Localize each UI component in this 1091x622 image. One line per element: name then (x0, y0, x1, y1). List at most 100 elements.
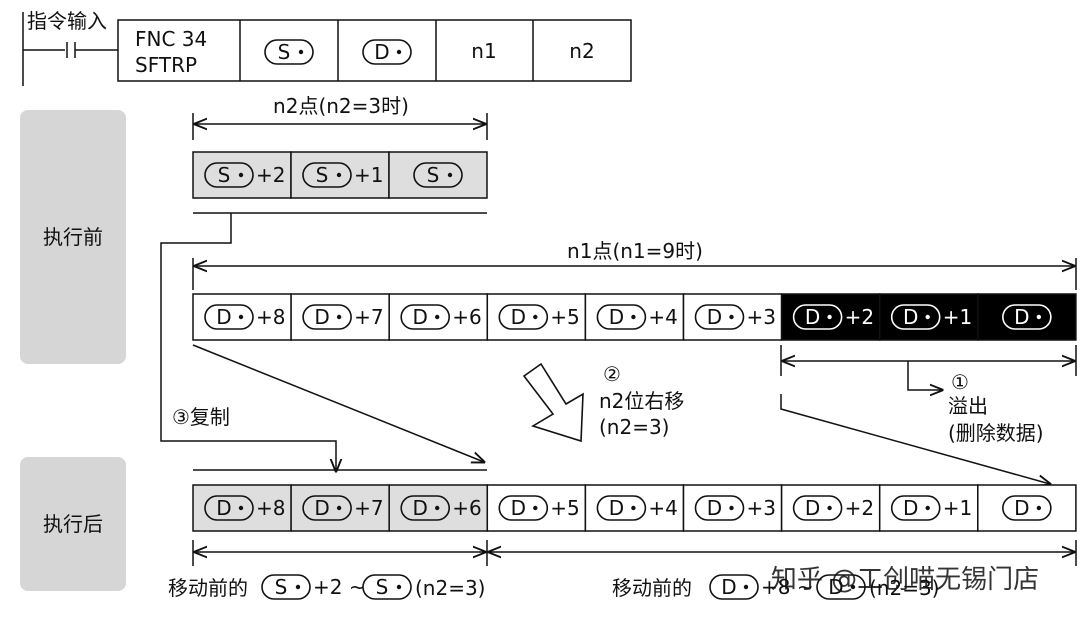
aft-row-cell: D +7 (290, 484, 390, 532)
cell-offset: +1 (354, 163, 383, 187)
badge-letter: D (511, 496, 526, 520)
aft-row-cell: D (977, 484, 1077, 532)
cell-box (977, 293, 1077, 341)
operand-badge-d: D (400, 304, 451, 330)
operand-badge-d: D (204, 304, 254, 330)
cell-box (977, 484, 1077, 532)
operand-badge-d: D (694, 495, 745, 521)
operand-s: S (264, 39, 314, 65)
badge-letter: S (427, 163, 440, 187)
cell-offset: +4 (648, 496, 677, 520)
shift-line-right (780, 394, 1050, 484)
operand-badge-s: S (204, 162, 254, 188)
src-row-cell: S+2 (192, 151, 292, 199)
operand-badge-d: D (694, 304, 745, 330)
cell-offset: +2 (845, 305, 874, 329)
dst-row-cell: D +1 (878, 293, 979, 341)
operand-badge-d: D (400, 495, 451, 521)
operand-badge-d: D (709, 574, 759, 600)
operand-badge-s: S (362, 574, 412, 600)
caption-left-mid: +2 ~ (313, 575, 366, 599)
cell-offset: +1 (943, 305, 972, 329)
aft-row-cell: D+3 (682, 484, 783, 532)
dst-row-cell: D +7 (290, 293, 390, 341)
cell-offset: +8 (256, 496, 285, 520)
operand-badge-d: D (792, 495, 843, 521)
n2-span-label: n2点(n2=3时) (273, 94, 409, 118)
overflow-text: 溢出 (948, 394, 988, 418)
badge-letter: S (278, 40, 291, 64)
operand-badge-d: D (302, 304, 352, 330)
overflow-num: ① (951, 370, 969, 394)
n1-span-label: n1点(n1=9时) (567, 239, 703, 263)
src-row-cell: S (388, 151, 488, 199)
badge-letter: S (376, 575, 389, 599)
cell-offset: +6 (452, 305, 481, 329)
badge-letter: D (609, 305, 624, 329)
operand-badge-d: D (596, 495, 647, 521)
overflow-sub: (删除数据) (948, 421, 1044, 445)
input-label: 指令输入 (27, 9, 107, 33)
operand-badge-d: D (204, 495, 254, 521)
instruction-box (117, 19, 632, 82)
shift-line-left (192, 344, 484, 462)
cell-offset: +7 (354, 496, 383, 520)
operand-badge-d: D (890, 495, 941, 521)
aft-row-cell: D+5 (486, 484, 587, 532)
cell-offset: +6 (452, 496, 481, 520)
overflow-arrow (907, 361, 942, 390)
operand-n1: n1 (471, 39, 496, 63)
dst-row-cell: D+4 (584, 293, 685, 341)
operand-n2: n2 (569, 39, 594, 63)
operand-badge-s: S (264, 39, 314, 65)
before-panel (20, 110, 126, 364)
copy-label: ③复制 (172, 405, 230, 429)
aft-row-cell: D+4 (584, 484, 685, 532)
copy-path-arrow (160, 213, 336, 471)
aft-row-cell: D+8 (192, 484, 292, 532)
operand-badge-d: D (1002, 495, 1052, 521)
shift-cond: (n2=3) (599, 415, 670, 439)
operand-badge-d: D (890, 304, 941, 330)
badge-letter: D (721, 575, 736, 599)
dst-row-cell: D+2 (780, 293, 881, 341)
badge-letter: D (314, 305, 329, 329)
caption-left-s-end: S (362, 574, 412, 600)
badge-letter: D (314, 496, 329, 520)
instruction-row: 指令输入 FNC 34 SFTRP S D n1 n2 (22, 9, 632, 86)
dst-row-cell: D+3 (682, 293, 783, 341)
cell-offset: +8 (256, 305, 285, 329)
shift-block-arrow-icon (522, 362, 584, 443)
badge-letter: D (828, 575, 843, 599)
badge-letter: D (1014, 496, 1029, 520)
badge-letter: D (805, 496, 820, 520)
operand-d: D (362, 39, 412, 65)
dst-row-cell: D+6 (388, 293, 489, 341)
badge-letter: D (216, 305, 231, 329)
badge-letter: D (707, 305, 722, 329)
fnc-mnemonic: SFTRP (135, 53, 197, 77)
caption-right-d-end: D (816, 574, 866, 600)
operand-badge-s: S (413, 162, 463, 188)
cell-offset: +5 (550, 305, 579, 329)
caption-right-mid: +8 ~ (761, 575, 814, 599)
operand-badge-d: D (498, 304, 549, 330)
cell-offset: +2 (256, 163, 285, 187)
cell-offset: +7 (354, 305, 383, 329)
caption-right-suffix: (n2=3) (869, 576, 940, 600)
aft-row-cell: D+2 (780, 484, 881, 532)
badge-letter: D (511, 305, 526, 329)
badge-letter: D (1014, 305, 1029, 329)
badge-letter: D (903, 305, 918, 329)
caption-right-d-start: D (709, 574, 759, 600)
operand-badge-d: D (792, 304, 843, 330)
operand-badge-d: D (596, 304, 647, 330)
aft-row-cell: D+6 (388, 484, 489, 532)
caption-left-prefix: 移动前的 (168, 576, 248, 600)
after-panel (20, 457, 126, 591)
before-label: 执行前 (43, 225, 103, 249)
caption-left-suffix: (n2=3) (415, 576, 486, 600)
